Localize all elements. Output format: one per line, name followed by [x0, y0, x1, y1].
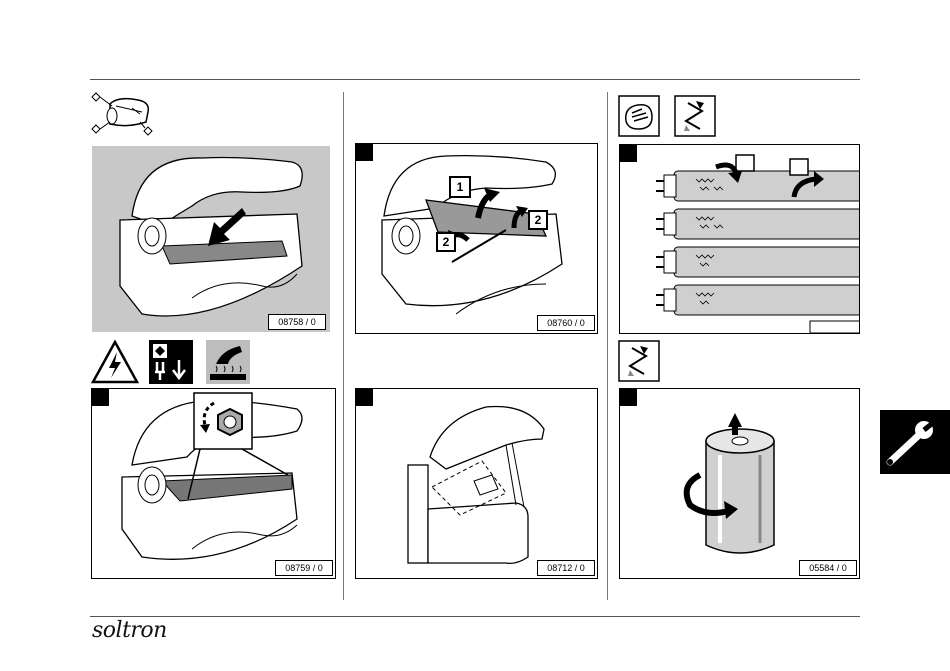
wrench-icon	[880, 410, 950, 474]
figure-code-label: 08712 / 0	[537, 560, 595, 576]
figure-code-label: 08760 / 0	[537, 315, 595, 331]
step-marker	[92, 389, 109, 406]
uv-tube	[656, 285, 860, 315]
figure-panel-2: 1 2 2 08760 / 0	[355, 143, 598, 334]
figure-panel-4: 08759 / 0	[91, 388, 336, 579]
step-marker	[620, 389, 637, 406]
figure-panel-3	[619, 144, 860, 334]
figure-code-label: 05584 / 0	[799, 560, 857, 576]
disconnect-power-icon	[149, 340, 193, 384]
uv-tube	[656, 209, 860, 239]
top-rule	[90, 79, 860, 80]
step-marker	[620, 145, 637, 162]
brand-logo: soltron	[92, 618, 167, 643]
figure-code-label: 08759 / 0	[275, 560, 333, 576]
column-divider-1	[343, 92, 344, 600]
figure-panel-5: 08712 / 0	[355, 388, 598, 579]
step-marker	[356, 144, 373, 161]
figure-panel-6: 05584 / 0	[619, 388, 860, 579]
rotate-remove-icon	[674, 95, 716, 137]
callout-2: 2	[528, 210, 548, 230]
figure-panel-1: 08758 / 0	[92, 146, 332, 334]
hot-surface-icon	[206, 340, 250, 384]
high-voltage-warning-icon	[91, 340, 139, 384]
step-marker	[356, 389, 373, 406]
callout-1: 1	[449, 176, 471, 198]
figure-code-label: 08758 / 0	[268, 314, 326, 330]
rotate-remove-icon	[618, 340, 660, 382]
uv-tube	[656, 247, 860, 277]
bottom-rule	[90, 616, 860, 617]
callout-2: 2	[436, 232, 456, 252]
column-divider-2	[607, 92, 608, 600]
uv-tube	[656, 171, 860, 201]
section-tab	[880, 410, 950, 474]
solarium-bed-icon	[88, 92, 160, 138]
wear-gloves-icon	[618, 95, 660, 137]
